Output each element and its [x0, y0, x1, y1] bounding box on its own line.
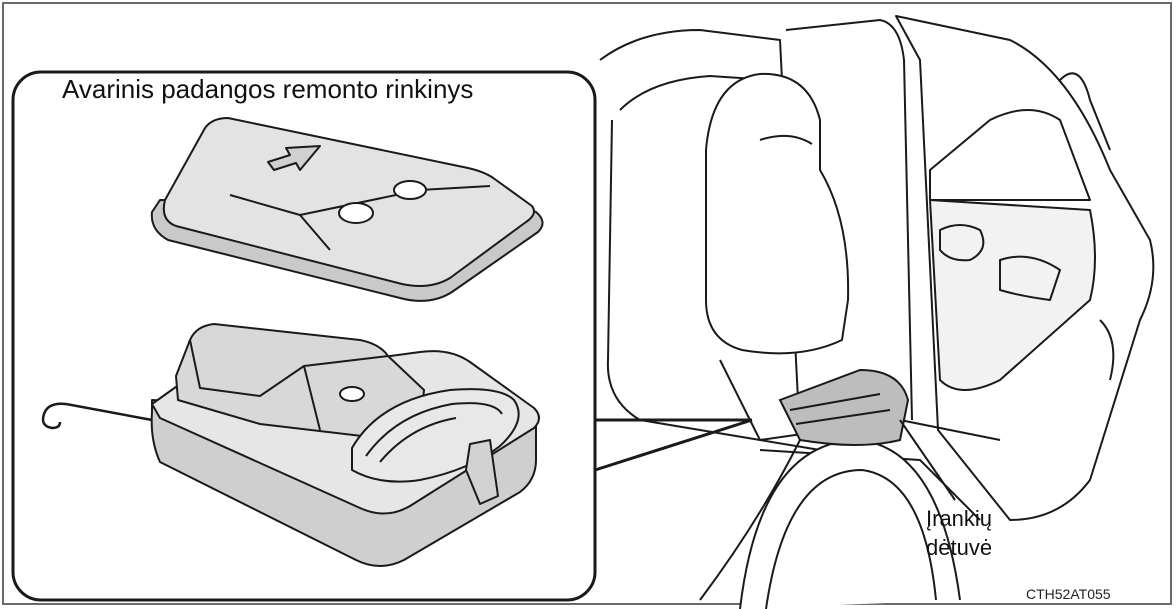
kit-base-tray: [41, 323, 540, 567]
callout-leader: [899, 419, 956, 501]
kit-title-label: Avarinis padangos remonto rinkinys: [62, 74, 474, 104]
callout-label-line1: Įrankių: [926, 506, 993, 531]
kit-lid: [150, 117, 544, 302]
callout-label-line2: dėtuvė: [926, 535, 993, 560]
callout-connector: [594, 418, 753, 472]
vehicle-interior: [599, 15, 1155, 609]
tool-storage-location: [778, 368, 910, 446]
figure-code-label: CTH52AT055: [1026, 586, 1111, 602]
